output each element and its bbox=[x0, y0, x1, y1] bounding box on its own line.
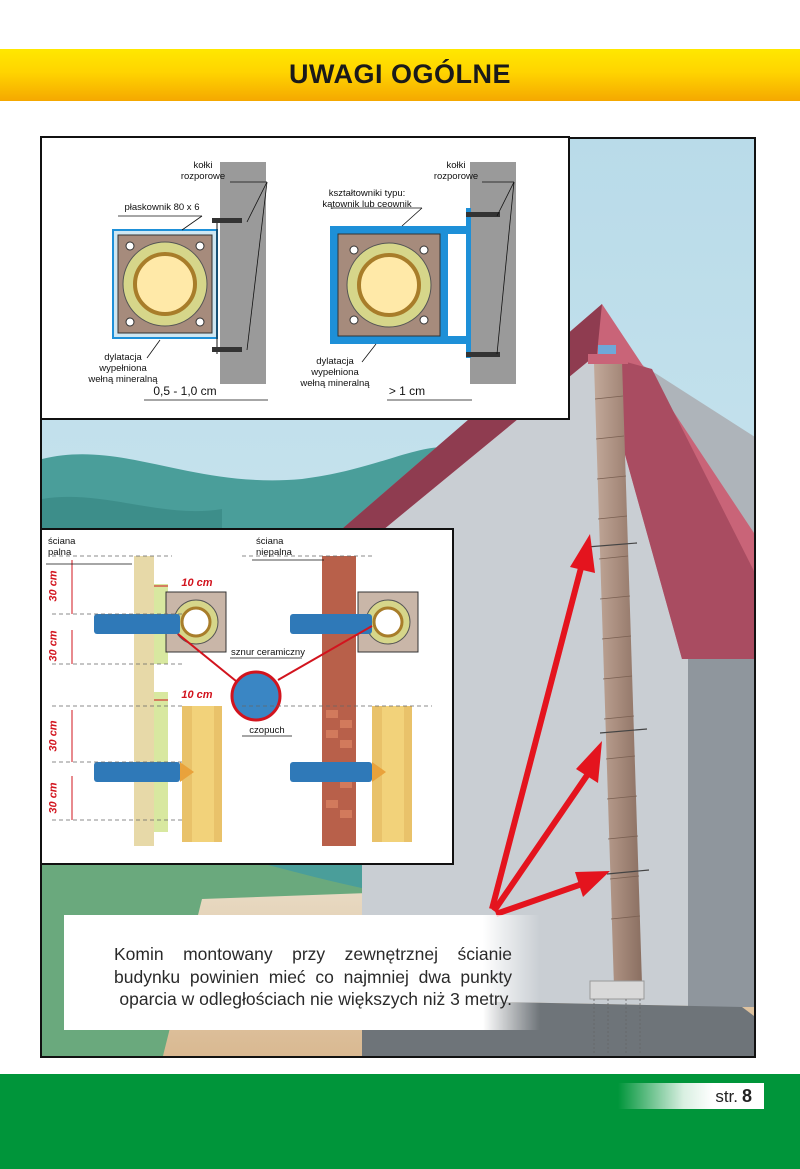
flat-bar-label: płaskownik 80 x 6 bbox=[124, 202, 200, 213]
dimension-right: > 1 cm bbox=[388, 384, 426, 398]
page-title: UWAGI OGÓLNE bbox=[289, 59, 511, 89]
spacing-1: 30 cm bbox=[47, 570, 60, 602]
chimney bbox=[586, 345, 650, 1054]
page-prefix: str. bbox=[715, 1087, 738, 1106]
dimension-left: 0,5 - 1,0 cm bbox=[153, 384, 217, 398]
connector-label: czopuch bbox=[249, 725, 285, 736]
note-box: Komin montowany przy zewnętrznej ścianie… bbox=[64, 915, 540, 1030]
wall-passage-panel: ściana palna ściana niepalna 10 cm 10 cm… bbox=[40, 528, 454, 865]
spacing-2: 30 cm bbox=[47, 630, 60, 662]
profile-label: kształtowniki typu: kątownik lub ceownik bbox=[322, 188, 412, 210]
header-bar: UWAGI OGÓLNE bbox=[0, 49, 800, 101]
clearance-bottom: 10 cm bbox=[181, 689, 213, 701]
spacing-4: 30 cm bbox=[47, 782, 60, 814]
page-indicator: str.8 bbox=[618, 1083, 764, 1109]
anchors-label-right: kołki rozporowe bbox=[433, 160, 479, 182]
noncombustible-wall-label: ściana niepalna bbox=[256, 536, 292, 558]
combustible-wall-label: ściana palna bbox=[48, 536, 76, 558]
gap-label-left: dylatacja wypełniona wełną mineralną bbox=[88, 352, 158, 385]
spacing-3: 30 cm bbox=[47, 720, 60, 752]
gap-label-right: dylatacja wypełniona wełną mineralną bbox=[300, 356, 370, 389]
support-arrows bbox=[489, 534, 610, 917]
ceramic-rope-label: sznur ceramiczny bbox=[231, 647, 305, 658]
clearance-top: 10 cm bbox=[181, 577, 213, 589]
note-text: Komin montowany przy zewnętrznej ścianie… bbox=[114, 944, 512, 1009]
bracket-detail-panel: kołki rozporowe płaskownik 80 x 6 dylata… bbox=[40, 136, 570, 420]
page-number: 8 bbox=[741, 1086, 752, 1106]
anchors-label-left: kołki rozporowe bbox=[180, 160, 226, 182]
